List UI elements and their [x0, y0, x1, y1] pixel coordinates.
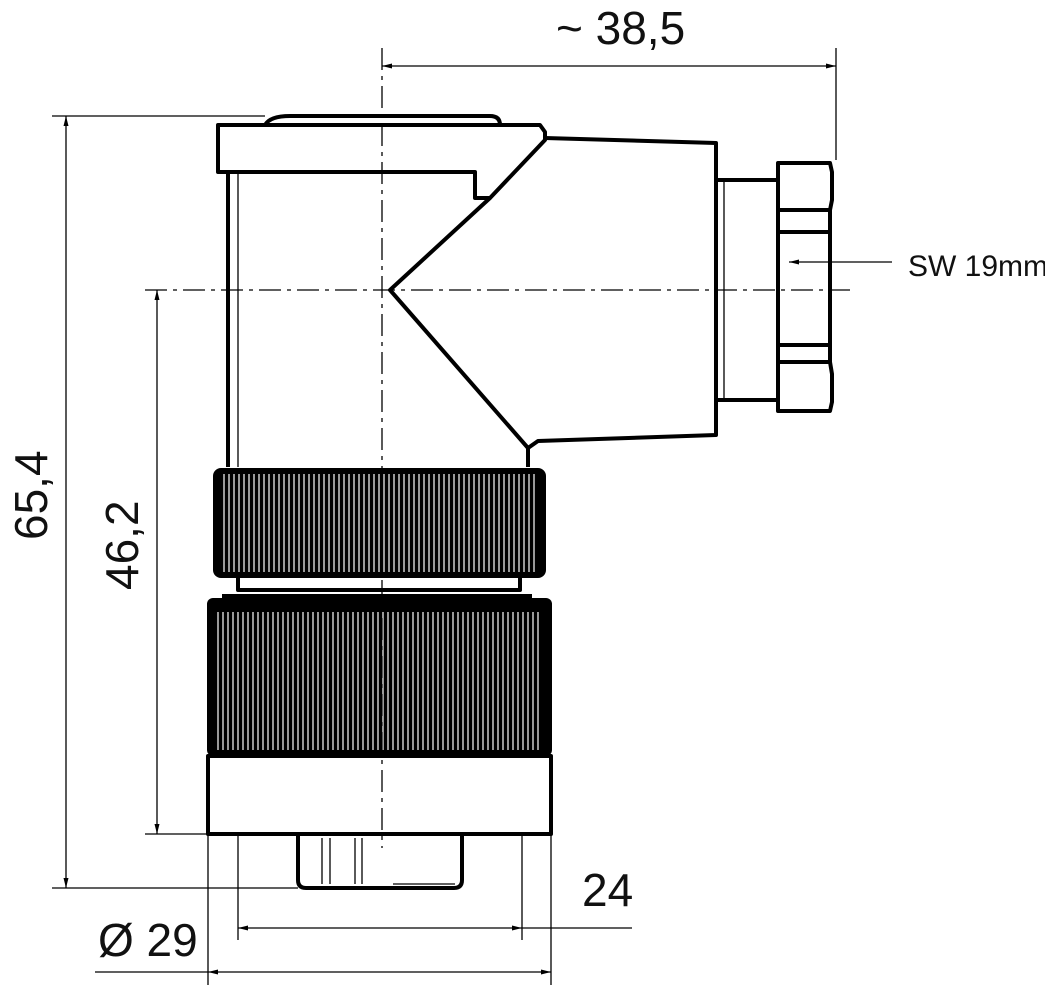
gland-tube	[716, 178, 778, 402]
connector-body	[206, 114, 834, 890]
dim-height-partial-label: 46,2	[96, 500, 148, 590]
dim-width-label: ~ 38,5	[556, 2, 685, 54]
center-lines	[145, 48, 850, 848]
pin-insert	[296, 834, 464, 890]
elbow-housing	[526, 136, 718, 450]
hex-nut	[776, 161, 834, 413]
knurl-grooves-lower	[217, 612, 539, 750]
dim-height-total-label: 65,4	[5, 450, 57, 540]
cap-ridge	[263, 114, 502, 127]
knurl-grooves-upper	[223, 474, 535, 572]
dimension-lines	[52, 48, 892, 985]
vertical-housing	[226, 172, 530, 467]
dim-diameter-label: Ø 29	[98, 914, 198, 966]
dim-inner-width-label: 24	[582, 864, 633, 916]
lower-knurled-nut	[207, 598, 552, 756]
wrench-size-label: SW 19mm	[908, 250, 1045, 283]
coupling-sleeve	[206, 754, 553, 836]
